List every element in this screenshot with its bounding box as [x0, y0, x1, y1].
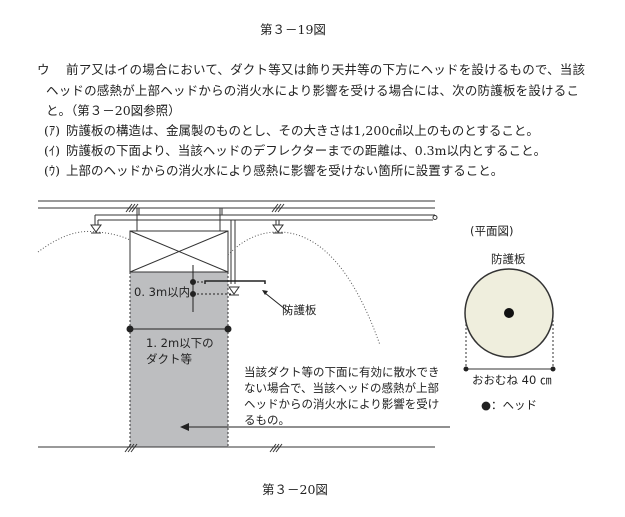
duct-box: [129, 230, 229, 273]
note-line: 当該ダクト等の下面に有効に散水でき: [244, 365, 440, 379]
ceiling: [38, 200, 435, 213]
section-line: 前ア又はイの場合において、ダクト等又は飾り天井等の下方にヘッドを設けるもので、当…: [66, 62, 586, 77]
dimension-12: [126, 325, 232, 333]
section-line: と。（第３－20図参照）: [46, 103, 181, 118]
plan-view: [463, 268, 556, 372]
spray-arcs: [37, 230, 381, 346]
section-line: ヘッドの感熱が上部ヘッドからの消火水により影響を受ける場合には、次の防護板を設け…: [46, 83, 580, 98]
plan-dimension: おおむね 40 ㎝: [472, 373, 552, 387]
note-line: ヘッドからの消火水により影響を受け: [244, 397, 440, 411]
section-marker: ウ: [37, 62, 50, 77]
head-dot: [504, 308, 514, 318]
dimension-03: [190, 265, 232, 312]
duct-area: [130, 272, 228, 447]
dimension-03-label: 0. 3m以内: [134, 285, 191, 299]
item-marker: (ｱ): [44, 123, 61, 138]
sprinkler-head-icon: [90, 224, 284, 296]
item-text: 防護板の構造は、金属製のものとし、その大きさは1,200㎠以上のものとすること。: [66, 123, 539, 138]
shield-arrow: [264, 292, 291, 314]
shield-label: 防護板: [282, 303, 317, 317]
duct-label: ダクト等: [146, 352, 192, 366]
floor: [38, 443, 435, 453]
shield-plate: [204, 280, 266, 284]
item-marker: (ｳ): [44, 163, 61, 178]
duct-label: 1. 2m以下の: [146, 336, 214, 350]
pipe: [94, 208, 438, 284]
legend-head: ●：ヘッド: [481, 398, 538, 412]
item-text: 上部のヘッドからの消火水により感熱に影響を受けない箇所に設置すること。: [66, 163, 504, 178]
figure-20-caption: 第３－20図: [262, 482, 328, 497]
plan-shield-label: 防護板: [491, 252, 526, 266]
figure-19-caption: 第３－19図: [260, 22, 326, 37]
item-text: 防護板の下面より、当該ヘッドのデフレクターまでの距離は、0.3m以内とすること。: [66, 143, 547, 158]
note-line: るもの。: [244, 413, 290, 427]
note-line: ない場合で、当該ヘッドの感熱が上部: [244, 381, 440, 395]
item-marker: (ｲ): [44, 143, 61, 158]
plan-title: (平面図): [470, 224, 514, 238]
